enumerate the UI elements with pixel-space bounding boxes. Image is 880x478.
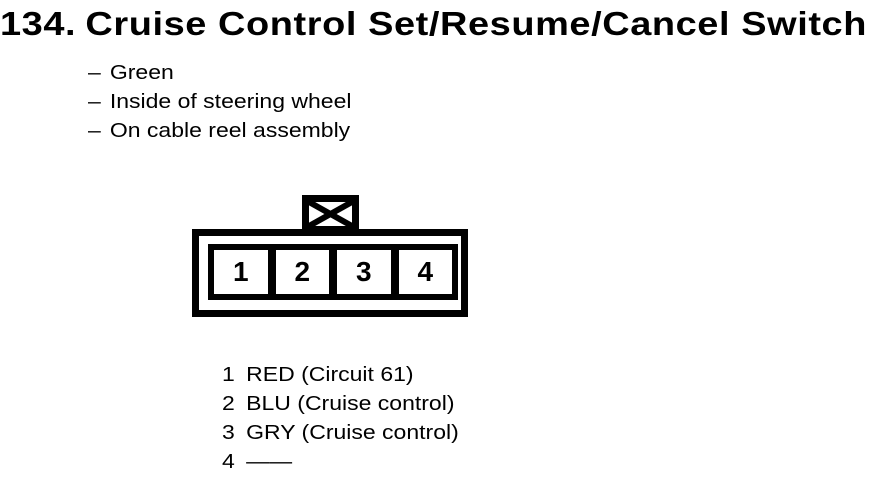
pin-cell-3: 3 [337,250,391,294]
pin-cell-2: 2 [275,250,329,294]
connector-diagram: 1 2 3 4 [192,195,468,317]
legend-row: 4 —— [222,448,459,477]
note-item: –On cable reel assembly [88,117,352,146]
pin-number: 3 [222,422,235,444]
pin-housing: 1 2 3 4 [208,244,458,300]
note-text: On cable reel assembly [109,120,351,142]
pin-number: 4 [222,451,235,473]
legend-row: 2 BLU (Cruise control) [222,390,459,419]
pin-divider [390,250,399,294]
note-item: –Green [88,59,352,88]
pin-divider [329,250,337,294]
wire-description: GRY (Cruise control) [246,422,459,444]
wire-description: RED (Circuit 61) [246,364,414,386]
note-text: Green [109,62,174,84]
dash-bullet: – [88,120,101,142]
legend-row: 3 GRY (Cruise control) [222,419,459,448]
dash-bullet: – [88,91,101,113]
pin-cell-4: 4 [398,250,452,294]
crossed-box-icon [309,202,352,226]
note-text: Inside of steering wheel [109,91,352,113]
page-title: 134.Cruise Control Set/Resume/Cancel Swi… [0,5,867,43]
section-title: Cruise Control Set/Resume/Cancel Switch [85,5,867,42]
notes-list: –Green –Inside of steering wheel –On cab… [88,59,352,146]
latch-icon [302,195,359,233]
wire-description: —— [246,451,293,473]
pin-cell-1: 1 [214,250,268,294]
pin-divider [267,250,276,294]
note-item: –Inside of steering wheel [88,88,352,117]
wire-description: BLU (Cruise control) [246,393,455,415]
legend-row: 1 RED (Circuit 61) [222,361,459,390]
pin-number: 1 [222,364,235,386]
section-number: 134. [0,5,77,42]
connector-outer-shell: 1 2 3 4 [192,229,468,317]
dash-bullet: – [88,62,101,84]
pin-number: 2 [222,393,235,415]
